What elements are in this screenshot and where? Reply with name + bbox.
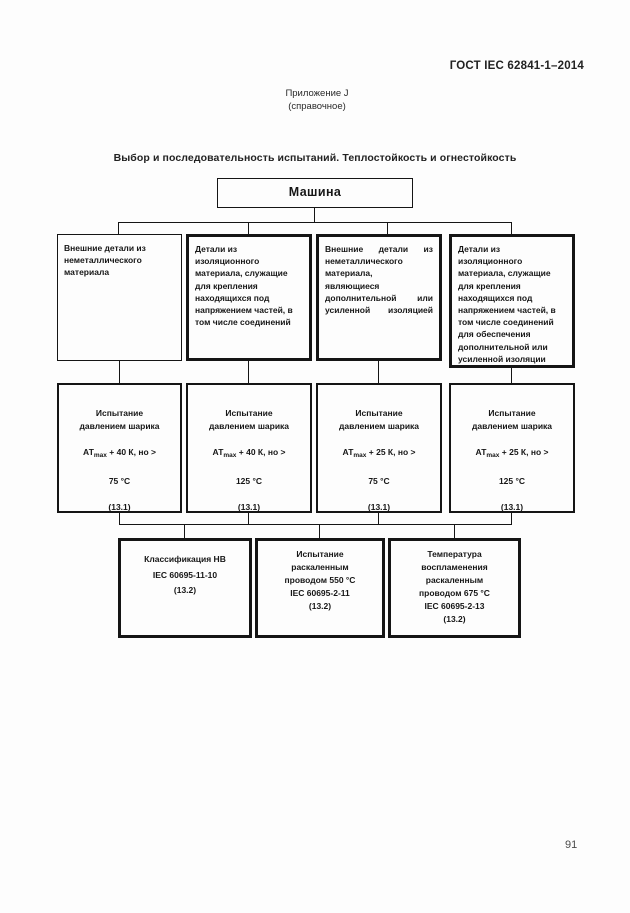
test-title: Испытание давлением шарика [471,408,553,431]
root-box-machine: Машина [217,178,413,208]
formula-base: АТ [82,447,94,457]
test-box-2: Испытание давлением шарика АТmax + 40 К,… [186,383,312,513]
category-box-insulating-parts-reinforced: Детали из изоляционного материала, служа… [449,234,575,368]
connector-line [319,524,320,538]
test-formula: АТmax + 25 К, но > [318,446,440,462]
formula-base: АТ [342,447,354,457]
annex-note: (справочное) [288,100,346,112]
category-box-external-parts: Внешние детали из неметаллического матер… [57,234,182,361]
result-box-glow-wire-550: Испытание раскаленным проводом 550 °С IE… [255,538,385,638]
test-clause: (13.1) [367,502,391,512]
category-box-insulating-parts: Детали из изоляционного материала, служа… [186,234,312,361]
test-title: Испытание давлением шарика [79,408,160,431]
connector-line [119,524,512,525]
test-clause: (13.1) [500,502,524,512]
connector-line [511,222,512,234]
connector-line [118,222,119,234]
connector-line [118,222,512,223]
test-box-1: Испытание давлением шарика АТmax + 40 К,… [57,383,182,513]
formula-subscript: max [486,452,500,459]
formula-subscript: max [93,452,107,459]
test-box-3: Испытание давлением шарика АТmax + 25 К,… [316,383,442,513]
formula-subscript: max [353,452,367,459]
connector-line [378,361,379,383]
connector-line [119,513,120,524]
test-title: Испытание давлением шарика [208,408,290,431]
connector-line [248,222,249,234]
test-clause: (13.1) [108,502,131,512]
formula-base: АТ [475,447,487,457]
formula-base: АТ [212,447,224,457]
connector-line [511,368,512,383]
test-temperature: 75 °С [108,476,131,486]
test-formula: АТmax + 40 К, но > [59,446,180,462]
connector-line [454,524,455,538]
category-box-external-insulation: Внешние детали из неметаллического матер… [316,234,442,361]
test-formula: АТmax + 25 К, но > [451,446,573,462]
formula-subscript: max [223,452,237,459]
test-temperature: 75 °С [368,476,390,486]
connector-line [248,513,249,524]
page-number: 91 [565,839,578,851]
result-box-glow-wire-675: Температура воспламенения раскаленным пр… [388,538,521,638]
test-temperature: 125 °С [235,476,263,486]
standard-header: ГОСТ IEC 62841-1–2014 [449,60,584,72]
test-title: Испытание давлением шарика [338,408,420,431]
connector-line [511,513,512,524]
annex-block: Приложение J (справочное) [0,88,630,113]
connector-line [184,524,185,538]
test-formula: АТmax + 40 К, но > [188,446,310,462]
connector-line [314,208,315,222]
result-box-hb-classification: Классификация НВ IEC 60695-11-10 (13.2) [118,538,252,638]
formula-rest: + 25 К, но > [366,447,416,457]
test-temperature: 125 °С [498,476,526,486]
test-clause: (13.1) [237,502,261,512]
diagram-title: Выбор и последовательность испытаний. Те… [113,152,517,164]
formula-rest: + 40 К, но > [236,447,286,457]
formula-rest: + 40 К, но > [106,447,156,457]
formula-rest: + 25 К, но > [499,447,549,457]
connector-line [387,222,388,234]
connector-line [248,361,249,383]
connector-line [378,513,379,524]
test-box-4: Испытание давлением шарика АТmax + 25 К,… [449,383,575,513]
connector-line [119,361,120,383]
annex-label: Приложение J [285,88,349,99]
